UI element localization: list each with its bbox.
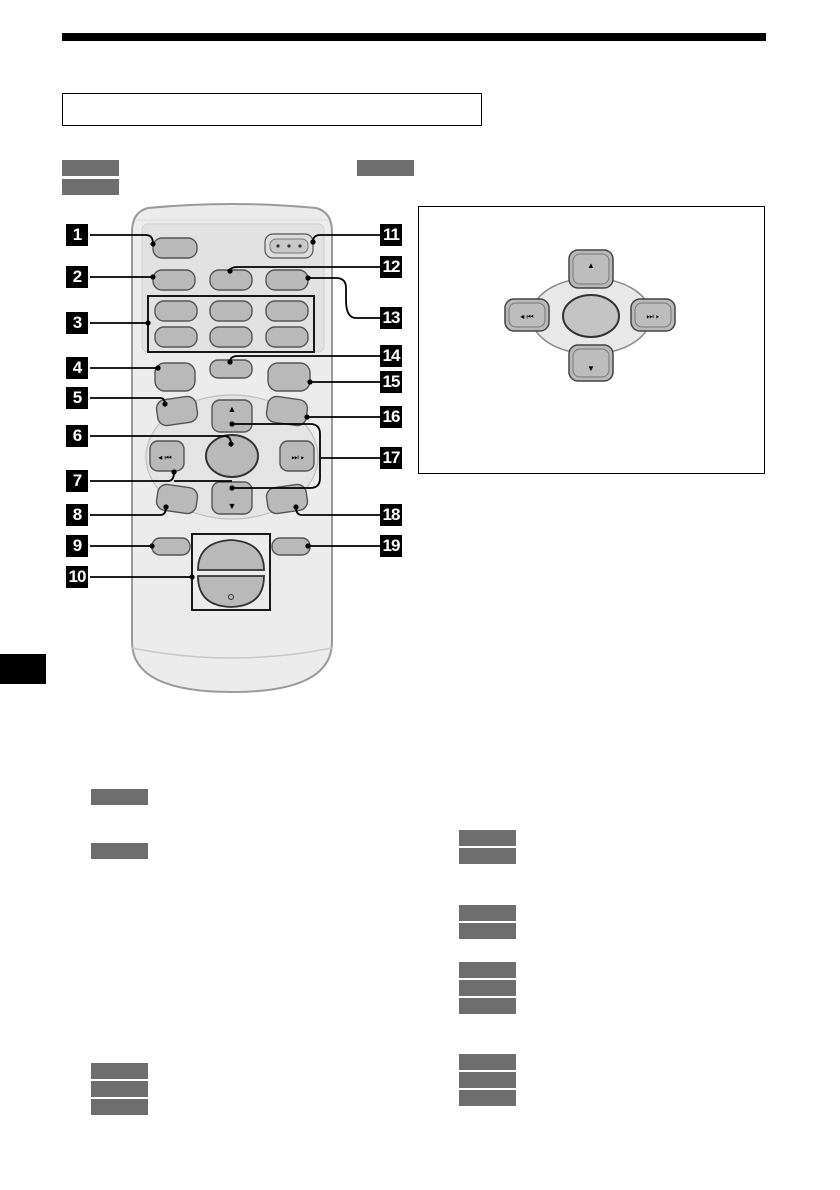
callout-13: 13	[380, 307, 402, 329]
callout-5: 5	[66, 387, 88, 409]
callout-12: 12	[380, 256, 402, 278]
label-tab	[91, 1081, 148, 1097]
callout-1: 1	[66, 224, 88, 246]
label-tab	[459, 1054, 516, 1070]
section-side-tab	[0, 654, 46, 684]
skip-back-icon	[149, 440, 185, 472]
callout-14: 14	[380, 345, 402, 367]
callout-10: 10	[66, 566, 88, 588]
svg-text:⏭ ▸: ⏭ ▸	[646, 312, 659, 321]
label-tab	[91, 1099, 148, 1115]
svg-text:◂ ⏮: ◂ ⏮	[520, 312, 533, 321]
preset-button	[209, 300, 253, 322]
callout-17: 17	[380, 447, 402, 469]
label-tab	[459, 830, 516, 846]
callout-16: 16	[380, 406, 402, 428]
svg-text:▲: ▲	[587, 261, 595, 270]
down-arrow-icon	[211, 481, 253, 515]
callout-7: 7	[66, 470, 88, 492]
label-tab	[459, 905, 516, 921]
label-tab	[62, 179, 119, 195]
enter-button-icon	[562, 294, 620, 338]
callout-4: 4	[66, 357, 88, 379]
svg-text:◂ ⏮: ◂ ⏮	[158, 453, 171, 462]
callout-6: 6	[66, 425, 88, 447]
button-15	[267, 362, 311, 392]
label-tab	[357, 160, 414, 176]
enter-button-icon	[205, 434, 259, 478]
label-tab	[91, 1063, 148, 1079]
top-rule	[62, 33, 766, 41]
remote-illustration: ▲ ▼ ◂ ⏮ ⏭ ▸	[90, 203, 380, 694]
button-9	[151, 537, 191, 556]
label-tab	[91, 843, 148, 859]
preset-button	[209, 326, 253, 348]
label-tab	[459, 1090, 516, 1106]
button-8	[155, 483, 199, 515]
label-tab	[459, 998, 516, 1014]
skip-forward-icon	[279, 440, 315, 472]
label-tab	[459, 848, 516, 864]
section-title-box	[62, 93, 482, 126]
button-16	[265, 395, 309, 427]
label-tab	[459, 923, 516, 939]
button-2	[152, 269, 196, 291]
callout-18: 18	[380, 504, 402, 526]
button-13	[265, 269, 309, 291]
callout-11: 11	[380, 224, 402, 246]
callout-15: 15	[380, 371, 402, 393]
inset-dpad-panel	[418, 206, 765, 474]
button-19	[271, 537, 311, 556]
callout-9: 9	[66, 535, 88, 557]
callout-2: 2	[66, 266, 88, 288]
svg-text:⏭ ▸: ⏭ ▸	[291, 453, 304, 462]
label-tab	[459, 962, 516, 978]
inset-dpad-illustration: ▲ ▼ ◂ ⏮ ⏭ ▸	[504, 249, 676, 382]
preset-button	[265, 326, 309, 348]
button-5	[155, 395, 199, 427]
callout-19: 19	[380, 535, 402, 557]
label-tab	[91, 789, 148, 805]
svg-text:▼: ▼	[587, 364, 595, 373]
button-1	[152, 237, 198, 259]
preset-button	[154, 300, 198, 322]
preset-button	[265, 300, 309, 322]
label-tab	[459, 980, 516, 996]
button-4	[154, 362, 196, 392]
callout-8: 8	[66, 504, 88, 526]
label-tab	[459, 1072, 516, 1088]
preset-button	[154, 326, 198, 348]
label-tab	[62, 160, 119, 176]
callout-3: 3	[66, 312, 88, 334]
svg-text:▲: ▲	[228, 404, 237, 414]
svg-text:▼: ▼	[228, 501, 237, 511]
